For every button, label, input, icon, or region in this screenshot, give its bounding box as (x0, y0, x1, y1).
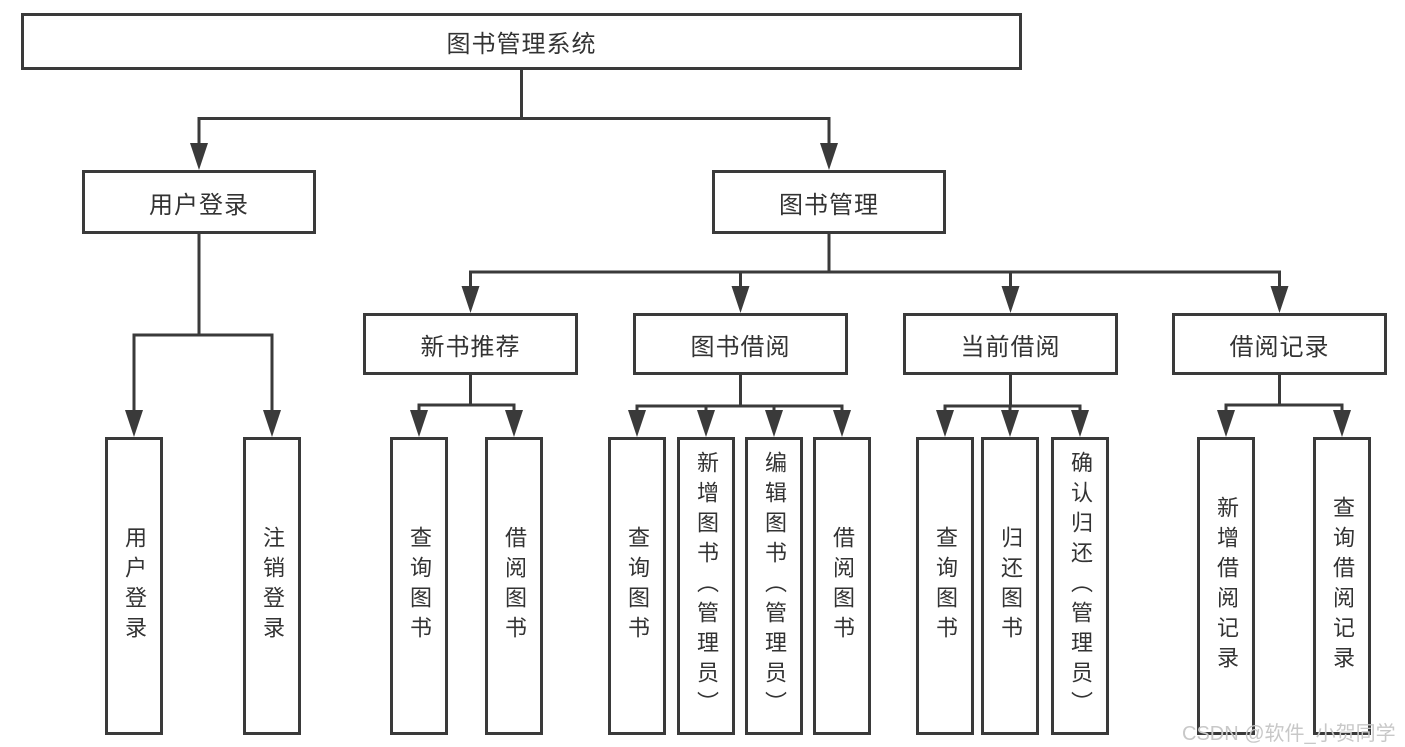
node-query-borrow-record: 查询借阅记录 (1313, 437, 1371, 735)
node-borrow-books-recommend: 借阅图书 (485, 437, 543, 735)
node-borrow-records: 借阅记录 (1172, 313, 1387, 375)
node-query-books-borrow: 查询图书 (608, 437, 666, 735)
node-return-book: 归还图书 (981, 437, 1039, 735)
node-logout-action: 注销登录 (243, 437, 301, 735)
node-current-borrow: 当前借阅 (903, 313, 1118, 375)
node-add-book-admin: 新增图书（管理员） (677, 437, 735, 735)
node-confirm-return-admin: 确认归还（管理员） (1051, 437, 1109, 735)
watermark: CSDN @软件_小贺同学 (1182, 723, 1396, 745)
node-book-management: 图书管理 (712, 170, 946, 234)
node-borrow-books-action: 借阅图书 (813, 437, 871, 735)
node-query-books-current: 查询图书 (916, 437, 974, 735)
node-user-login: 用户登录 (82, 170, 316, 234)
node-user-login-action: 用户登录 (105, 437, 163, 735)
node-query-books-recommend: 查询图书 (390, 437, 448, 735)
node-library-system: 图书管理系统 (21, 13, 1022, 70)
node-book-borrow: 图书借阅 (633, 313, 848, 375)
node-new-book-recommend: 新书推荐 (363, 313, 578, 375)
node-edit-book-admin: 编辑图书（管理员） (745, 437, 803, 735)
connector-arrowheads (125, 143, 1351, 437)
node-add-borrow-record: 新增借阅记录 (1197, 437, 1255, 735)
connector-paths (132, 69, 1344, 411)
